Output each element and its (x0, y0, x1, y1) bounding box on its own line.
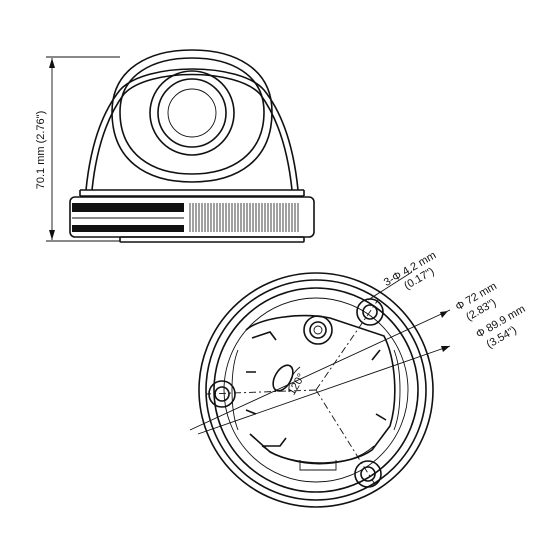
height-dimension-label: 70.1 mm (2.76") (35, 111, 47, 190)
dimension-annotations: 3-Φ 4.2 mm (0.17") Φ 72 mm (2.83") Φ 89.… (382, 249, 528, 350)
inner-brackets (231, 314, 401, 471)
bottom-view: 120° (189, 271, 451, 508)
cable-hole (303, 315, 333, 345)
mounting-hole-bottom-right (354, 460, 382, 488)
base-ring (69, 196, 315, 243)
mounting-hole-left (208, 380, 236, 408)
base-grip-ridges (189, 203, 299, 232)
lens-ball (111, 49, 273, 183)
angle-label: 120° (286, 372, 308, 398)
side-view: 70.1 mm (2.76") (35, 49, 315, 243)
dome-housing (79, 68, 305, 197)
dimension-leaders (189, 271, 451, 435)
height-dimension-line (46, 56, 120, 242)
center-lines (205, 299, 379, 487)
